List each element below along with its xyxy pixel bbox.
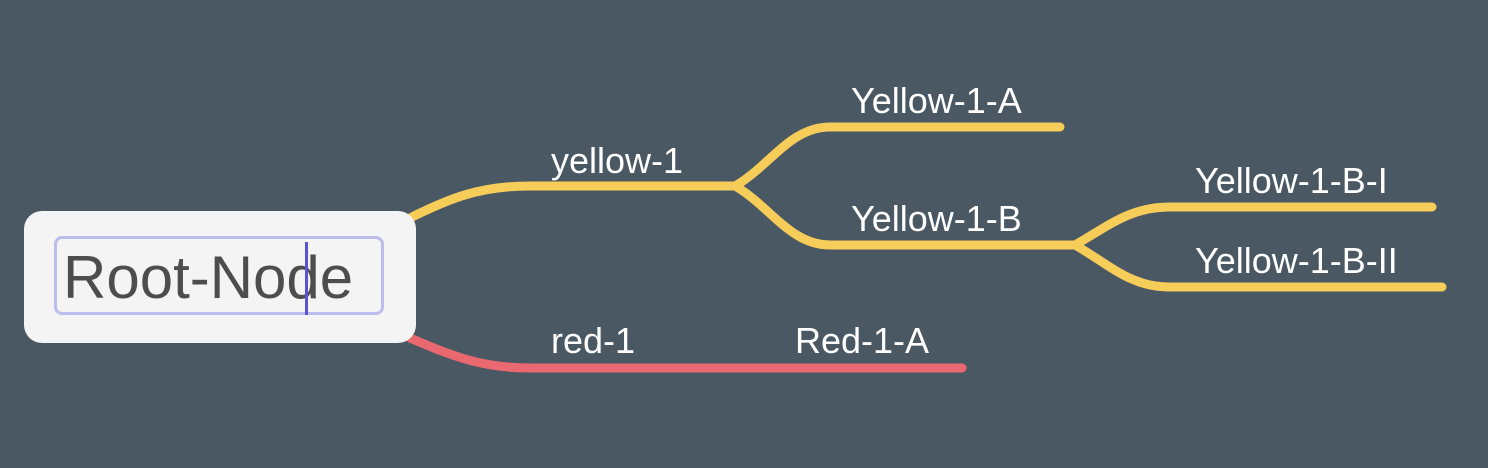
node-yellow-1-a[interactable]: Yellow-1-A — [851, 80, 1022, 121]
branch-yellow-1-to-yellow-1-a — [730, 122, 1065, 191]
branch-root-to-yellow-1 — [405, 181, 740, 223]
node-red-1-a[interactable]: Red-1-A — [795, 320, 930, 361]
branch-yellow-1-b-to-yellow-1-b-i — [1070, 202, 1437, 250]
root-node[interactable]: Root-Node — [24, 211, 416, 343]
text-caret — [305, 242, 308, 315]
node-yellow-1-b-i[interactable]: Yellow-1-B-I — [1195, 160, 1388, 201]
node-yellow-1[interactable]: yellow-1 — [551, 140, 684, 181]
branch-root-to-red-1 — [405, 333, 967, 373]
branch-yellow-1-to-yellow-1-b — [730, 181, 1080, 250]
node-yellow-1-b[interactable]: Yellow-1-B — [851, 198, 1022, 239]
node-red-1[interactable]: red-1 — [551, 320, 636, 361]
root-node-editor[interactable]: Root-Node — [54, 236, 384, 315]
root-node-label[interactable]: Root-Node — [63, 244, 354, 311]
branch-yellow-1-b-to-yellow-1-b-ii — [1070, 240, 1447, 292]
node-yellow-1-b-ii[interactable]: Yellow-1-B-II — [1195, 240, 1398, 281]
